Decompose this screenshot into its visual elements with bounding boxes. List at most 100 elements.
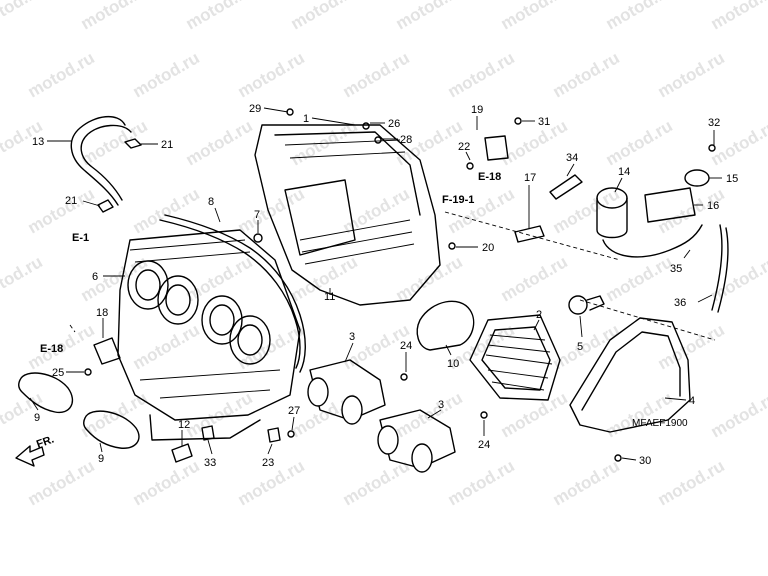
watermark-text: motod.ru bbox=[655, 456, 728, 509]
watermark-text: motod.ru bbox=[655, 48, 728, 101]
watermark-text: motod.ru bbox=[708, 388, 768, 441]
part-21-clip bbox=[97, 138, 142, 213]
part-7-grommet bbox=[253, 233, 263, 243]
part-label-3a: 3 bbox=[349, 331, 355, 343]
part-19-sensor bbox=[484, 135, 509, 161]
part-36-hose bbox=[711, 224, 729, 313]
bolts bbox=[84, 108, 716, 462]
part-9-gasket-b bbox=[82, 410, 140, 449]
part-label-32: 32 bbox=[708, 117, 720, 129]
part-label-1: 1 bbox=[303, 113, 309, 125]
part-label-8: 8 bbox=[208, 196, 214, 208]
watermark-text: motod.ru bbox=[603, 252, 676, 305]
watermark-text: motod.ru bbox=[235, 48, 308, 101]
part-12-pipe bbox=[171, 443, 193, 463]
watermark-text: motod.ru bbox=[25, 184, 98, 237]
part-5-valve bbox=[568, 295, 605, 315]
watermark-text: motod.ru bbox=[603, 0, 676, 33]
watermark-text: motod.ru bbox=[550, 48, 623, 101]
part-15-cap bbox=[684, 169, 710, 187]
part-label-9b: 9 bbox=[98, 453, 104, 465]
watermark-text: motod.ru bbox=[550, 456, 623, 509]
part-9-gasket-a bbox=[17, 372, 73, 414]
part-label-18: 18 bbox=[96, 307, 108, 319]
watermark-text: motod.ru bbox=[393, 0, 466, 33]
part-23-clip bbox=[267, 427, 281, 443]
watermark-text: motod.ru bbox=[498, 0, 571, 33]
part-11-air-cleaner-housing bbox=[254, 124, 441, 306]
part-label-21a: 21 bbox=[161, 139, 173, 151]
part-label-12: 12 bbox=[178, 419, 190, 431]
watermark-text: motod.ru bbox=[393, 252, 466, 305]
part-label-23: 23 bbox=[262, 457, 274, 469]
watermark-text: motod.ru bbox=[78, 0, 151, 33]
watermark-text: motod.ru bbox=[708, 252, 768, 305]
part-label-36: 36 bbox=[674, 297, 686, 309]
part-label-15: 15 bbox=[726, 173, 738, 185]
part-number-labels: 1 2 3 3 4 5 6 7 8 9 9 10 11 12 13 14 15 … bbox=[32, 103, 738, 469]
watermark-text: motod.ru bbox=[603, 116, 676, 169]
watermark-text: motod.ru bbox=[183, 252, 256, 305]
part-label-17: 17 bbox=[524, 172, 536, 184]
front-direction-label: FR. bbox=[35, 433, 56, 450]
watermark-text: motod.ru bbox=[78, 388, 151, 441]
part-17-hose bbox=[514, 225, 545, 243]
front-direction-arrow bbox=[15, 445, 45, 467]
ref-label-e18-top: E-18 bbox=[478, 171, 501, 183]
part-label-30: 30 bbox=[639, 455, 651, 467]
watermark-text: motod.ru bbox=[498, 388, 571, 441]
part-label-10: 10 bbox=[447, 358, 459, 370]
part-33-clip bbox=[201, 425, 215, 441]
diagram-code: MFAEF1900 bbox=[632, 418, 688, 429]
part-label-11: 11 bbox=[324, 291, 335, 303]
dashed-guides bbox=[69, 211, 716, 341]
watermark-text: motod.ru bbox=[498, 116, 571, 169]
part-label-13: 13 bbox=[32, 136, 44, 148]
part-label-31: 31 bbox=[538, 116, 550, 128]
part-34-pipe bbox=[549, 174, 583, 200]
part-label-35: 35 bbox=[670, 263, 682, 275]
part-label-34: 34 bbox=[566, 152, 578, 164]
part-label-9a: 9 bbox=[34, 412, 40, 424]
watermark-text: motod.ru bbox=[708, 0, 768, 33]
watermark-text: motod.ru bbox=[288, 0, 361, 33]
watermark-text: motod.ru bbox=[445, 184, 518, 237]
watermark-text: motod.ru bbox=[550, 320, 623, 373]
watermark-text: motod.ru bbox=[25, 48, 98, 101]
part-label-7: 7 bbox=[254, 209, 260, 221]
leader-lines bbox=[29, 107, 722, 461]
part-3-funnel-a bbox=[307, 359, 386, 425]
watermark-text: motod.ru bbox=[550, 184, 623, 237]
ref-label-e1: E-1 bbox=[72, 232, 89, 244]
part-label-2: 2 bbox=[536, 309, 542, 321]
watermark-text: motod.ru bbox=[340, 456, 413, 509]
watermark-text: motod.ru bbox=[603, 388, 676, 441]
watermark-text: motod.ru bbox=[655, 320, 728, 373]
watermark-text: motod.ru bbox=[183, 0, 256, 33]
watermark-text: motod.ru bbox=[235, 184, 308, 237]
watermark-text: motod.ru bbox=[445, 48, 518, 101]
part-3-funnel-b bbox=[377, 409, 456, 473]
part-label-16: 16 bbox=[707, 200, 719, 212]
watermark-text: motod.ru bbox=[445, 456, 518, 509]
watermark-text: motod.ru bbox=[130, 320, 203, 373]
part-label-33: 33 bbox=[204, 457, 216, 469]
part-label-19: 19 bbox=[471, 104, 483, 116]
part-13-hose bbox=[70, 116, 132, 206]
part-label-22: 22 bbox=[458, 141, 470, 153]
watermark-text: motod.ru bbox=[130, 48, 203, 101]
part-10-seal bbox=[416, 300, 475, 351]
part-label-3b: 3 bbox=[438, 399, 444, 411]
part-18-sensor bbox=[93, 337, 121, 365]
part-label-4: 4 bbox=[689, 395, 695, 407]
watermark-text: motod.ru bbox=[78, 252, 151, 305]
part-label-21b: 21 bbox=[65, 195, 77, 207]
reference-labels: E-1 E-18 E-18 F-19-1 FR. MFAEF1900 bbox=[35, 171, 688, 451]
part-label-29: 29 bbox=[249, 103, 261, 115]
part-label-28: 28 bbox=[400, 134, 412, 146]
watermark-text: motod.ru bbox=[0, 0, 46, 33]
part-label-5: 5 bbox=[577, 341, 583, 353]
part-4-air-cleaner-cover bbox=[569, 317, 691, 433]
